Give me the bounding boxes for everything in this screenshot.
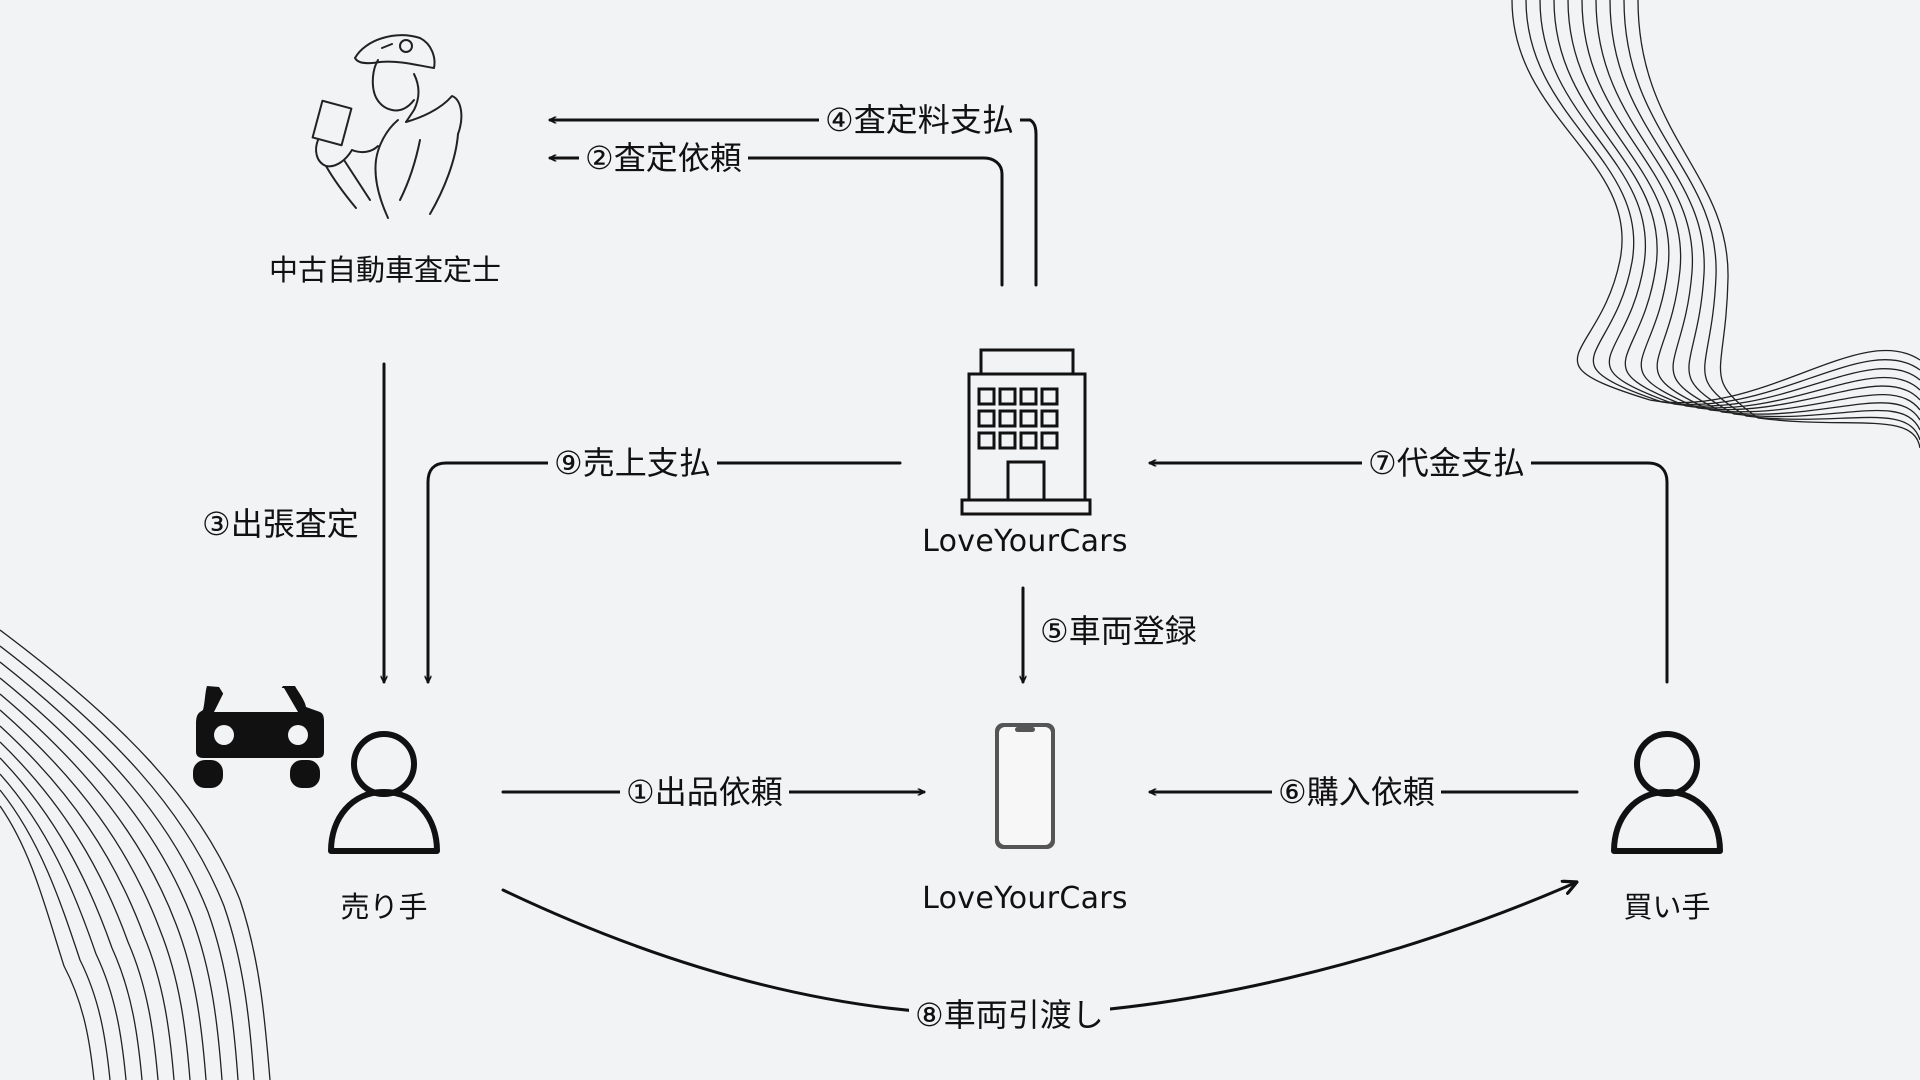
inspector-illustration bbox=[311, 34, 463, 219]
step-label-fee-payment: ④査定料支払 bbox=[819, 100, 1020, 140]
arrow-price-payment bbox=[1148, 463, 1669, 684]
seller-label: 売り手 bbox=[340, 890, 428, 924]
wave-decoration-top-right bbox=[1511, 0, 1920, 449]
step-label-inspection-request: ②査定依頼 bbox=[579, 138, 748, 178]
step-label-listing-request: ①出品依頼 bbox=[620, 772, 789, 812]
arrow-inspection-request bbox=[548, 158, 1004, 287]
step-label-sales-payment: ⑨売上支払 bbox=[548, 443, 717, 483]
arrow-sales-payment bbox=[428, 461, 902, 684]
step-label-vehicle-handover: ⑧車両引渡し bbox=[909, 995, 1110, 1035]
step-label-onsite-inspection: ③出張査定 bbox=[196, 504, 365, 544]
step-label-purchase-request: ⑥購入依頼 bbox=[1272, 772, 1441, 812]
app-label: LoveYourCars bbox=[922, 881, 1128, 916]
building-icon bbox=[960, 348, 1092, 516]
step-label-vehicle-registration: ⑤車両登録 bbox=[1034, 611, 1203, 651]
wave-decoration-bottom-left bbox=[0, 629, 271, 1080]
step-label-price-payment: ⑦代金支払 bbox=[1362, 443, 1531, 483]
seller-person-icon bbox=[328, 731, 440, 854]
inspector-label: 中古自動車査定士 bbox=[268, 253, 501, 287]
buyer-person-icon bbox=[1611, 731, 1723, 854]
buyer-label: 買い手 bbox=[1623, 890, 1711, 924]
car-icon bbox=[193, 686, 324, 788]
company-label: LoveYourCars bbox=[922, 524, 1128, 559]
smartphone-icon bbox=[995, 723, 1055, 849]
